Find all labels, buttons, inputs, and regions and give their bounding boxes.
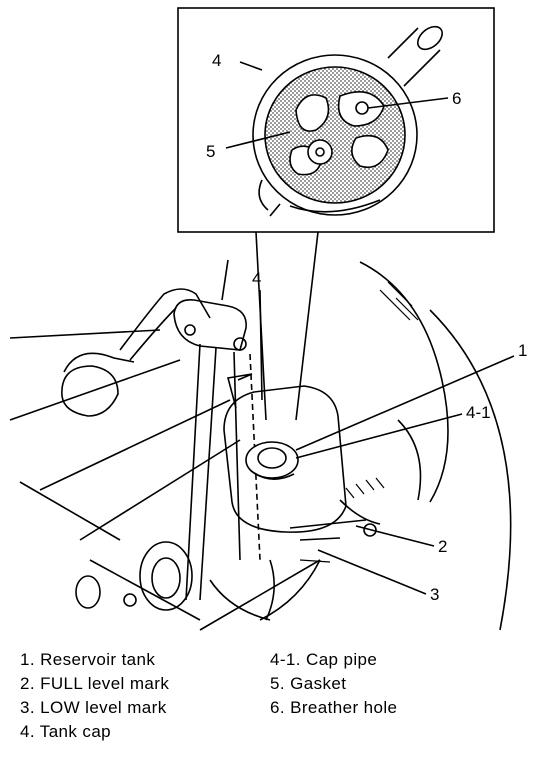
legend-item: 4. Tank cap xyxy=(20,722,112,741)
detail-inset xyxy=(177,7,495,421)
parts-legend: 1. Reservoir tank 2. FULL level mark 3. … xyxy=(0,648,544,778)
reservoir-diagram: 4 6 5 4 1 4-1 2 3 xyxy=(9,7,527,631)
callout-cap-pipe: 4-1 xyxy=(466,403,491,422)
legend-item: 6. Breather hole xyxy=(270,698,398,717)
callout-low-level-mark: 3 xyxy=(430,585,439,604)
callout-main-tank-cap: 4 xyxy=(252,269,261,288)
legend-item: 1. Reservoir tank xyxy=(20,650,156,669)
legend-column-left: 1. Reservoir tank 2. FULL level mark 3. … xyxy=(20,648,169,744)
callout-detail-gasket: 5 xyxy=(206,142,215,161)
callout-reservoir-tank: 1 xyxy=(518,341,527,360)
main-tank-cap xyxy=(245,441,299,479)
callout-detail-tank-cap: 4 xyxy=(212,51,221,70)
legend-column-right: 4-1. Cap pipe 5. Gasket 6. Breather hole xyxy=(270,648,397,720)
engine-bay-drawing xyxy=(9,259,515,631)
legend-item: 4-1. Cap pipe xyxy=(270,650,378,669)
callout-full-level-mark: 2 xyxy=(438,537,447,556)
breather-hole xyxy=(355,101,369,115)
legend-item: 5. Gasket xyxy=(270,674,347,693)
legend-item: 2. FULL level mark xyxy=(20,674,170,693)
tank-cap-ring xyxy=(252,54,418,216)
callout-detail-breather-hole: 6 xyxy=(452,89,461,108)
legend-item: 3. LOW level mark xyxy=(20,698,167,717)
